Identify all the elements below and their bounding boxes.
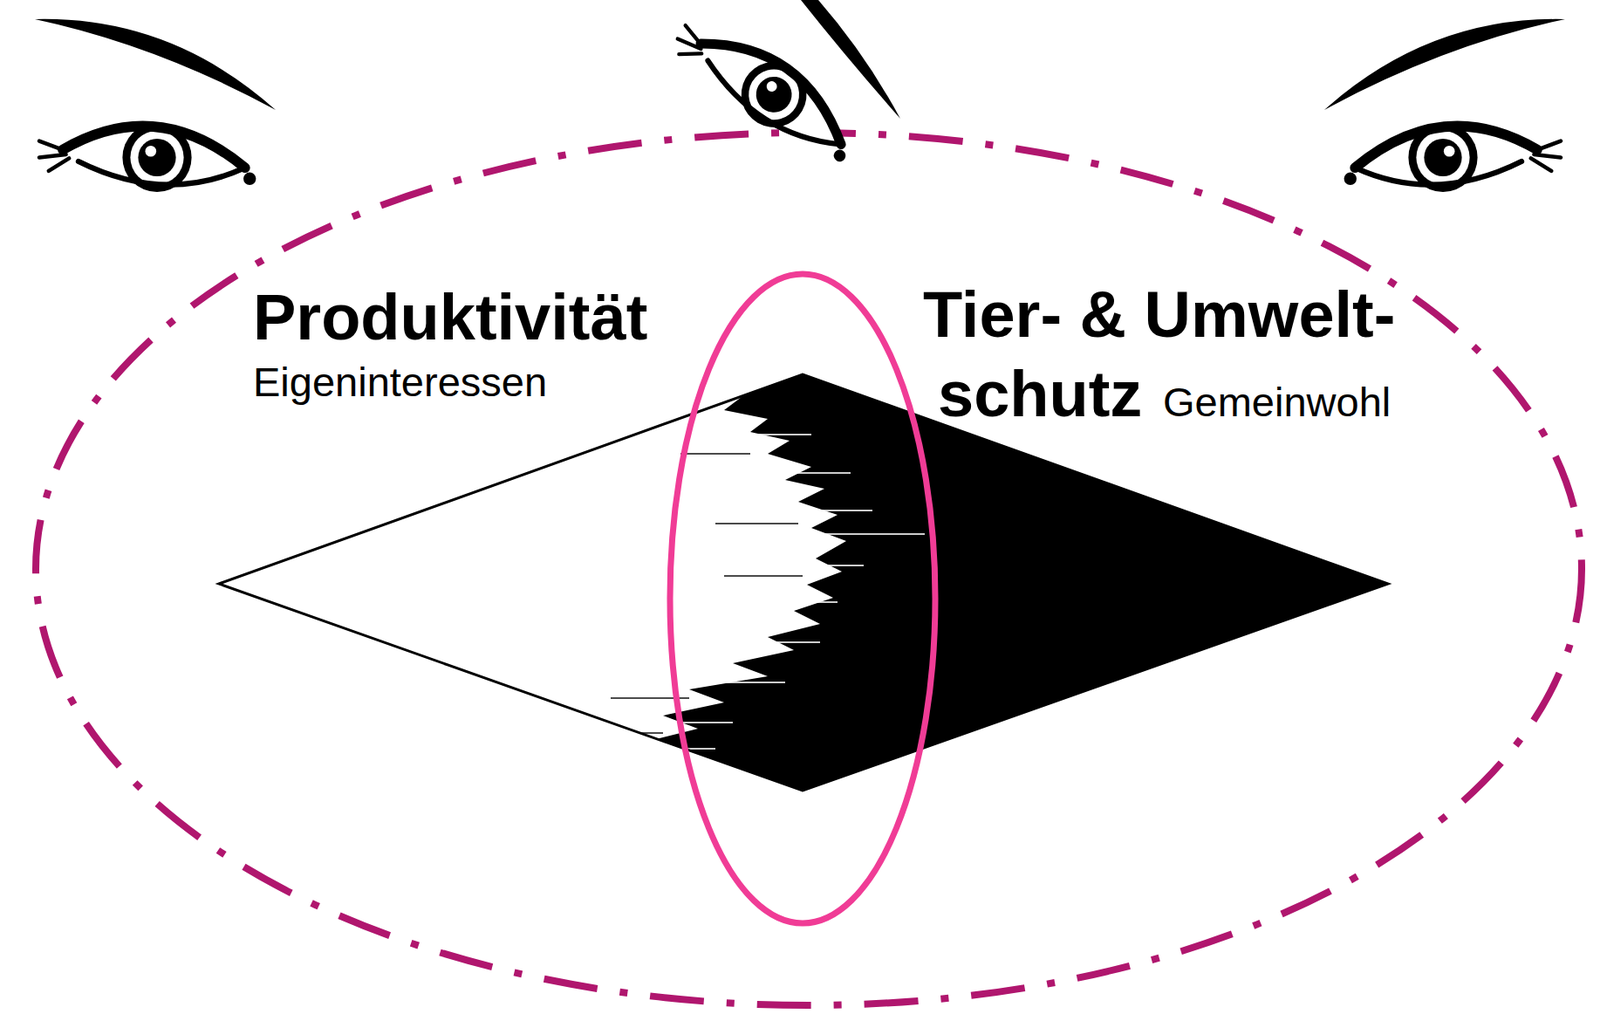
balance-diamond (218, 366, 1484, 794)
outer-ellipse (35, 132, 1582, 1006)
main-label: Produktivität (252, 285, 648, 350)
focus-ellipse (670, 273, 936, 924)
eye-middle (661, 0, 901, 170)
eye-right (1324, 19, 1566, 192)
eye-left (34, 19, 276, 192)
sub-label: Eigeninteressen (252, 361, 548, 403)
sub-label: Gemeinwohl (1162, 381, 1391, 423)
